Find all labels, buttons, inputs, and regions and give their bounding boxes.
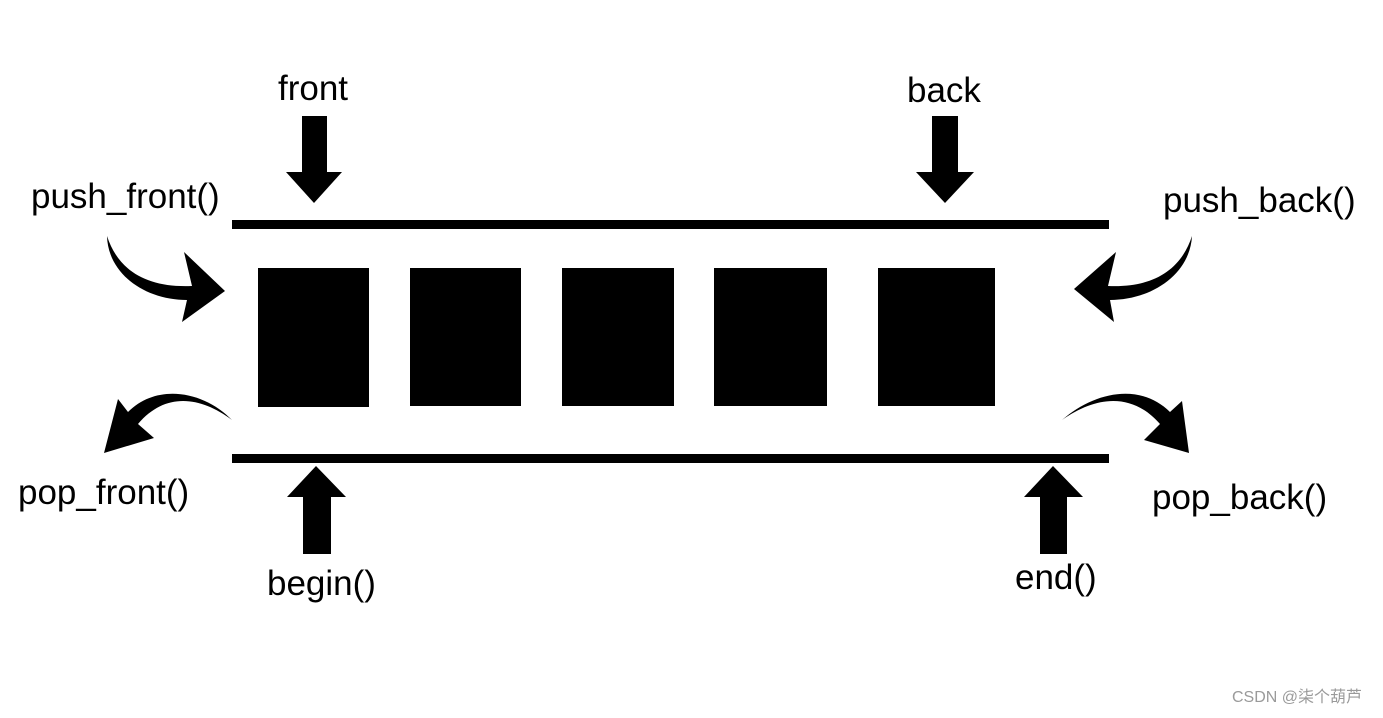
arrow-down-icon: [916, 116, 974, 203]
arrow-up-icon: [1024, 466, 1083, 554]
deque-element: [714, 268, 827, 406]
bottom-rail: [232, 454, 1109, 463]
curved-arrow-icon: [107, 236, 225, 322]
deque-element: [410, 268, 521, 406]
deque-element: [562, 268, 674, 406]
arrow-up-icon: [287, 466, 346, 554]
deque-element: [878, 268, 995, 406]
push-front-label: push_front(): [31, 177, 220, 216]
front-label: front: [278, 69, 349, 108]
pop-back-label: pop_back(): [1152, 478, 1328, 517]
top-rail: [232, 220, 1109, 229]
curved-arrow-icon: [1074, 236, 1192, 322]
pop-front-label: pop_front(): [18, 473, 190, 512]
curved-arrow-icon: [104, 393, 232, 453]
watermark: CSDN @柒个葫芦: [1232, 689, 1363, 706]
curved-arrow-icon: [1062, 393, 1189, 453]
arrow-down-icon: [286, 116, 342, 203]
end-label: end(): [1015, 558, 1097, 597]
back-label: back: [907, 71, 981, 110]
push-back-label: push_back(): [1163, 181, 1356, 220]
deque-element: [258, 268, 369, 407]
begin-label: begin(): [267, 564, 376, 603]
